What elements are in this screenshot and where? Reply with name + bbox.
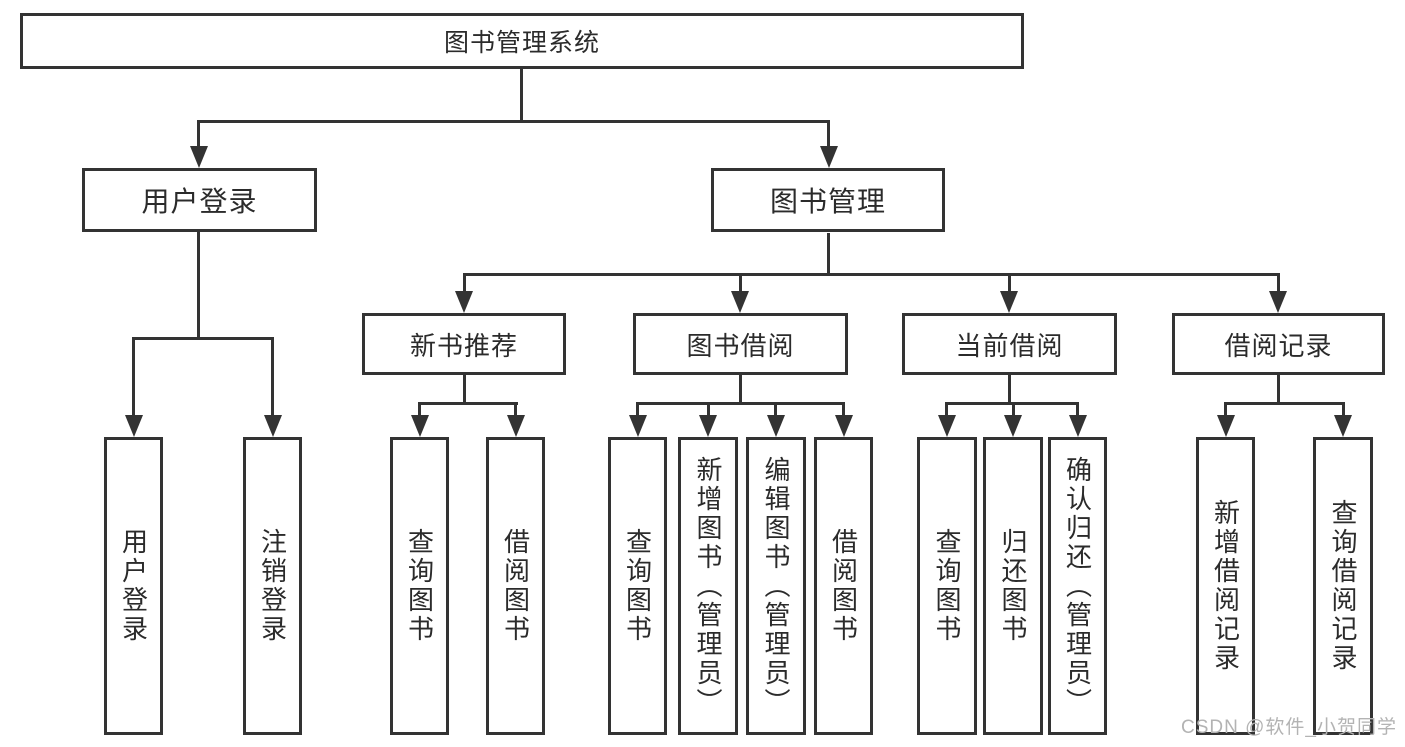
connector-drop <box>636 402 639 417</box>
arrow-down-icon <box>264 415 282 437</box>
connector-records-trunk <box>1277 375 1280 402</box>
connector-drop <box>774 402 777 417</box>
connector-drop <box>514 402 517 417</box>
connector-root-trunk <box>520 69 523 121</box>
connector-borrowing-trunk <box>739 375 742 402</box>
node-leaf-current-return-books: 归还图书 <box>983 437 1043 735</box>
arrow-down-icon <box>1269 291 1287 313</box>
node-leaf-recommend-query-books: 查询图书 <box>390 437 449 735</box>
node-leaf-current-confirm-return-admin: 确认归还（管理员） <box>1048 437 1107 735</box>
connector-drop <box>418 402 421 417</box>
arrow-down-icon <box>835 415 853 437</box>
node-book-borrowing: 图书借阅 <box>633 313 848 375</box>
connector-drop <box>1342 402 1345 417</box>
connector-drop-recommend <box>463 273 466 295</box>
node-leaf-recommend-borrow-books: 借阅图书 <box>486 437 545 735</box>
node-user-login: 用户登录 <box>82 168 317 232</box>
node-borrowing-records: 借阅记录 <box>1172 313 1385 375</box>
node-leaf-borrow-add-books-admin: 新增图书（管理员） <box>678 437 738 735</box>
connector-records-split <box>1224 402 1344 405</box>
connector-drop <box>842 402 845 417</box>
connector-user-login-trunk <box>197 232 200 337</box>
connector-drop <box>1012 402 1015 417</box>
connector-drop-records <box>1277 273 1280 295</box>
connector-drop <box>945 402 948 417</box>
node-book-management: 图书管理 <box>711 168 945 232</box>
node-leaf-user-login: 用户登录 <box>104 437 163 735</box>
connector-drop-borrowing <box>739 273 742 295</box>
node-current-borrowing: 当前借阅 <box>902 313 1117 375</box>
node-leaf-borrow-borrow-books: 借阅图书 <box>814 437 873 735</box>
connector-drop-leaf-logout <box>271 337 274 417</box>
connector-current-trunk <box>1008 375 1011 402</box>
connector-recommend-trunk <box>463 375 466 402</box>
node-leaf-logout: 注销登录 <box>243 437 302 735</box>
arrow-down-icon <box>820 146 838 168</box>
connector-drop-book-management <box>827 120 830 148</box>
connector-book-management-split <box>463 273 1280 276</box>
arrow-down-icon <box>1004 415 1022 437</box>
arrow-down-icon <box>125 415 143 437</box>
node-leaf-current-query-books: 查询图书 <box>917 437 977 735</box>
connector-drop-leaf-user-login <box>132 337 135 417</box>
connector-user-login-split <box>132 337 274 340</box>
arrow-down-icon <box>1069 415 1087 437</box>
node-library-management-system: 图书管理系统 <box>20 13 1024 69</box>
arrow-down-icon <box>629 415 647 437</box>
connector-drop-current <box>1008 273 1011 295</box>
connector-drop <box>707 402 710 417</box>
arrow-down-icon <box>731 291 749 313</box>
arrow-down-icon <box>1334 415 1352 437</box>
csdn-watermark: CSDN @软件_小贺同学 <box>1181 717 1397 738</box>
node-leaf-borrow-query-books: 查询图书 <box>608 437 667 735</box>
connector-borrowing-split <box>636 402 845 405</box>
arrow-down-icon <box>1000 291 1018 313</box>
arrow-down-icon <box>1217 415 1235 437</box>
connector-drop-user-login <box>197 120 200 148</box>
connector-drop <box>1076 402 1079 417</box>
node-new-book-recommendation: 新书推荐 <box>362 313 566 375</box>
arrow-down-icon <box>190 146 208 168</box>
connector-root-split <box>197 120 830 123</box>
node-leaf-borrow-edit-books-admin: 编辑图书（管理员） <box>746 437 806 735</box>
node-leaf-add-borrow-record: 新增借阅记录 <box>1196 437 1255 735</box>
arrow-down-icon <box>938 415 956 437</box>
connector-drop <box>1224 402 1227 417</box>
connector-book-management-trunk <box>827 233 830 273</box>
arrow-down-icon <box>455 291 473 313</box>
arrow-down-icon <box>767 415 785 437</box>
arrow-down-icon <box>699 415 717 437</box>
connector-recommend-split <box>418 402 518 405</box>
arrow-down-icon <box>411 415 429 437</box>
node-leaf-query-borrow-record: 查询借阅记录 <box>1313 437 1373 735</box>
arrow-down-icon <box>507 415 525 437</box>
